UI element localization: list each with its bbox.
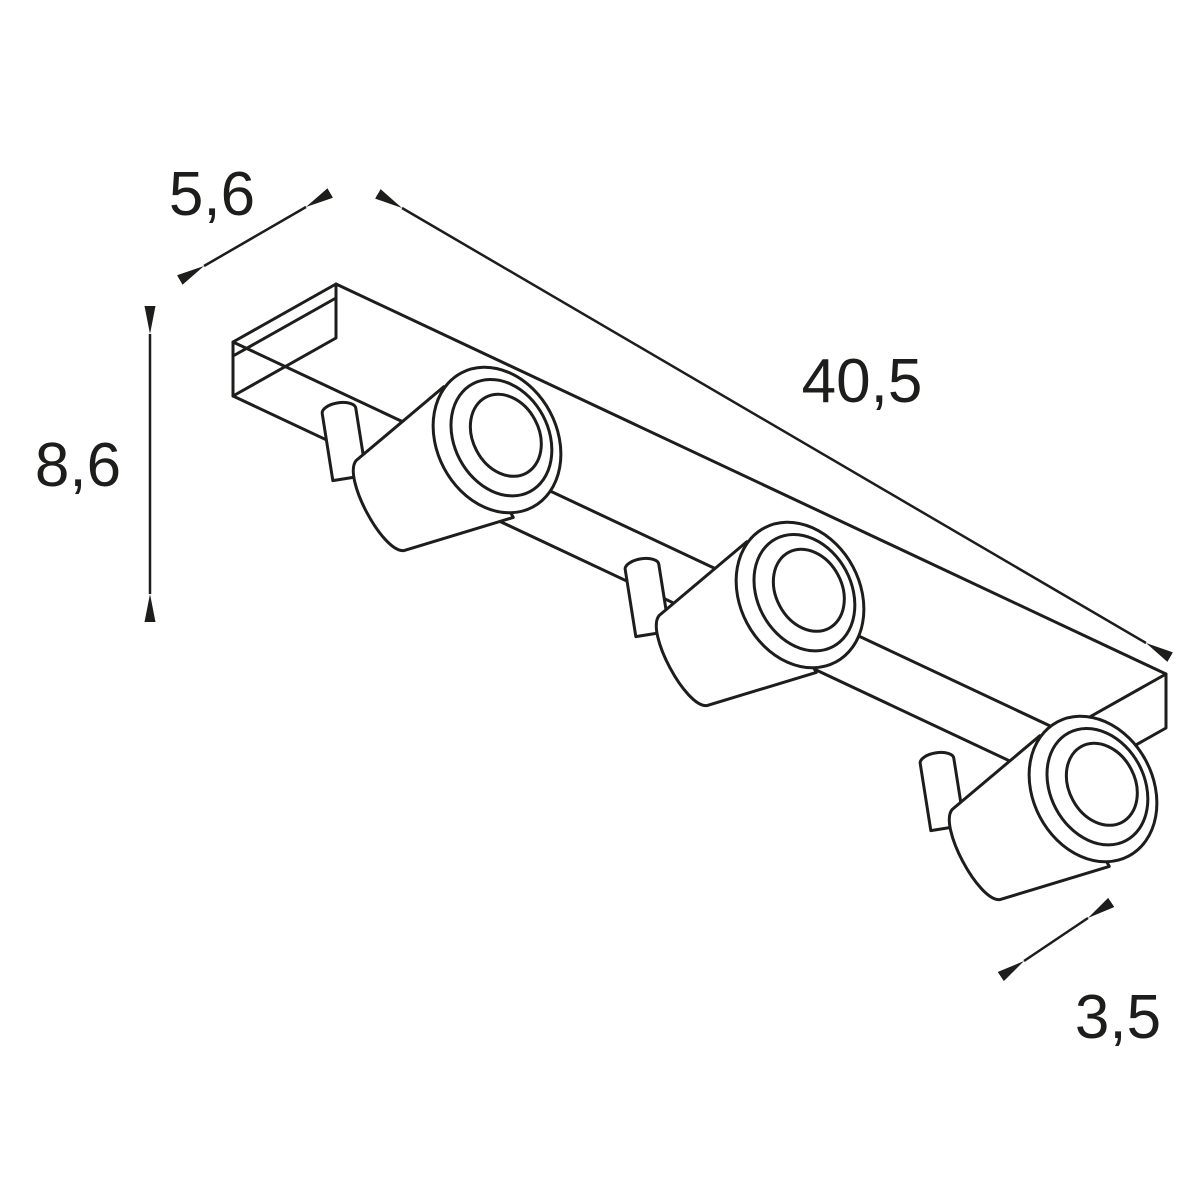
spot-lens-inner-ring (1045, 726, 1150, 847)
mounting-bar (231, 282, 1168, 788)
dimension-head-width-arrow (997, 897, 1115, 982)
bar-left-end-back-edge (231, 282, 338, 398)
dimension-length-label: 40,5 (802, 347, 923, 416)
dimension-head-width: 3,5 (997, 897, 1161, 1052)
dimension-depth-label: 5,6 (169, 160, 255, 229)
bar-silhouette (231, 282, 1168, 788)
dimension-depth-arrow (177, 188, 333, 285)
dimension-length-arrow (375, 189, 1173, 662)
bar-left-end-lip (231, 296, 338, 358)
dimension-length: 40,5 (375, 189, 1173, 662)
spot-head-3 (947, 714, 1159, 902)
dimension-height: 8,6 (35, 306, 156, 622)
dimension-head-width-label: 3,5 (1075, 983, 1161, 1052)
bar-front-top-edge (231, 340, 1065, 734)
spot-lens-outer-ring (1027, 714, 1159, 864)
spot-lamp-circle (1064, 741, 1139, 827)
dimension-height-label: 8,6 (35, 431, 121, 500)
dimension-depth: 5,6 (169, 160, 333, 285)
